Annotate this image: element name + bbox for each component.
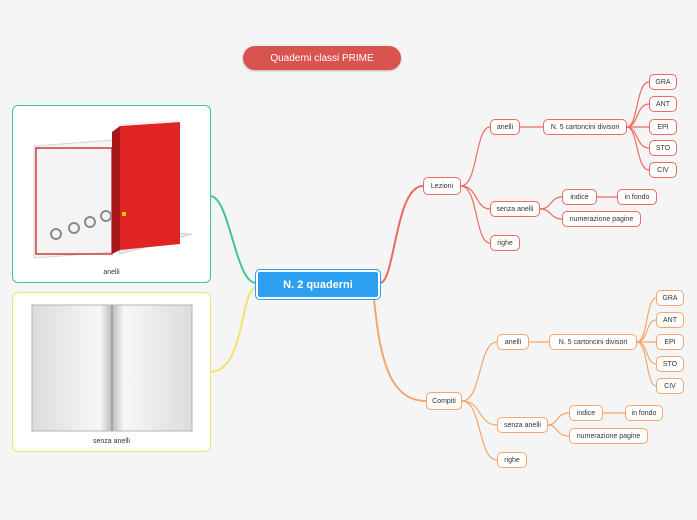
central-topic[interactable]: N. 2 quaderni (256, 270, 380, 299)
compiti-subject-sto[interactable]: STO (656, 356, 684, 372)
compiti-indice[interactable]: indice (569, 405, 603, 421)
compiti-anelli[interactable]: anelli (497, 334, 529, 350)
compiti-subject-epi[interactable]: EPI (656, 334, 684, 350)
lezioni-in-fondo[interactable]: in fondo (617, 189, 657, 205)
binder-image-card[interactable]: anelli (12, 105, 211, 283)
lezioni-numerazione-pagine[interactable]: numerazione pagine (562, 211, 641, 227)
lezioni-indice[interactable]: indice (562, 189, 597, 205)
binder-caption: anelli (103, 269, 120, 276)
map-title[interactable]: Quaderni classi PRIME (243, 46, 401, 70)
compiti-branch-line (373, 298, 427, 402)
topic-compiti[interactable]: Compiti (426, 392, 462, 410)
compiti-righe[interactable]: righe (497, 452, 527, 468)
binder-branch-line (209, 195, 257, 284)
lezioni-subject-ant[interactable]: ANT (649, 96, 677, 112)
compiti-subject-civ[interactable]: CIV (656, 378, 684, 394)
notebook-branch-line (209, 286, 257, 373)
compiti-cartoncini[interactable]: N. 5 cartoncini divisori (549, 334, 637, 350)
compiti-senza-anelli[interactable]: senza anelli (497, 417, 548, 433)
notebook-image-card[interactable]: senza anelli (12, 292, 211, 452)
compiti-numerazione-pagine[interactable]: numerazione pagine (569, 428, 648, 444)
lezioni-senza-anelli[interactable]: senza anelli (490, 201, 540, 217)
notebook-caption: senza anelli (93, 438, 130, 445)
compiti-subject-gra[interactable]: GRA (656, 290, 684, 306)
lezioni-righe[interactable]: righe (490, 235, 520, 251)
lezioni-subject-sto[interactable]: STO (649, 140, 677, 156)
binder-image (33, 120, 193, 259)
lezioni-branch-line (379, 185, 424, 284)
notebook-image (31, 304, 193, 432)
lezioni-subject-epi[interactable]: EPI (649, 119, 677, 135)
lezioni-subject-gra[interactable]: GRA (649, 74, 677, 90)
compiti-in-fondo[interactable]: in fondo (625, 405, 663, 421)
topic-lezioni[interactable]: Lezioni (423, 177, 461, 195)
lezioni-subject-civ[interactable]: CIV (649, 162, 677, 178)
lezioni-anelli[interactable]: anelli (490, 119, 520, 135)
lezioni-cartoncini[interactable]: N. 5 cartoncini divisori (543, 119, 627, 135)
compiti-subject-ant[interactable]: ANT (656, 312, 684, 328)
